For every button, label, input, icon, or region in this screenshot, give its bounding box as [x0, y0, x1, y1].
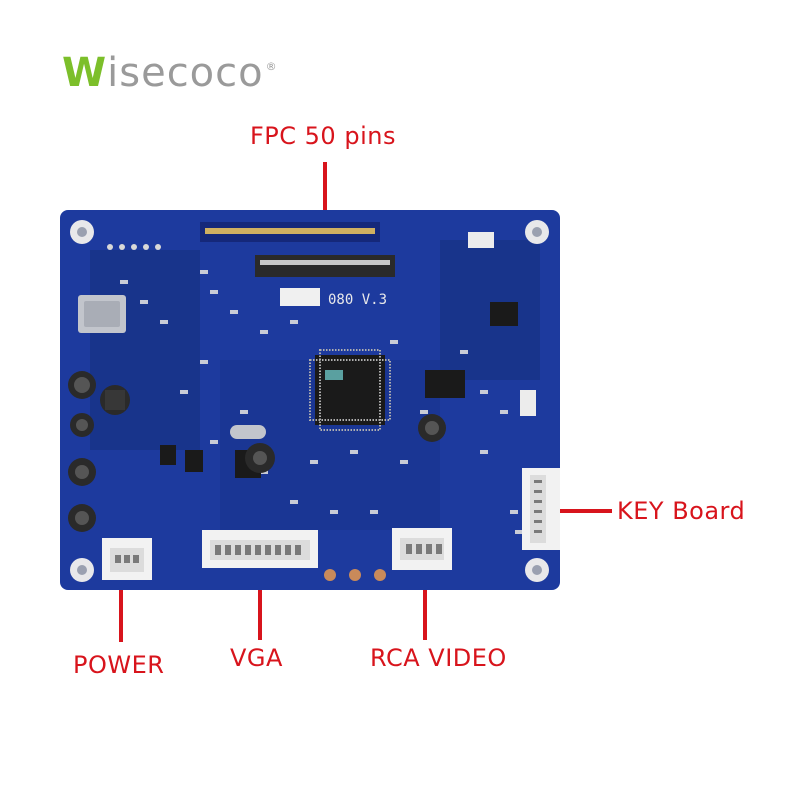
connector-icon	[522, 468, 560, 550]
mounting-hole-icon	[525, 558, 549, 582]
pcb-trace-area	[90, 250, 200, 450]
mounting-hole-icon	[70, 220, 94, 244]
connector-icon	[202, 530, 318, 568]
connector-icon	[520, 390, 536, 416]
crystal	[230, 425, 266, 439]
vga-label: VGA	[230, 644, 283, 672]
fpc-connector	[255, 255, 395, 277]
fpc-header-pins	[205, 228, 375, 234]
capacitor-icon	[70, 413, 94, 437]
smd-components	[120, 270, 523, 534]
copper-pads	[324, 569, 386, 581]
power-pointer-line	[119, 560, 123, 642]
fpc-connector-contacts	[260, 260, 390, 265]
connector-icon	[392, 528, 452, 570]
logo-text: isecoco	[107, 50, 264, 96]
connector-icon	[468, 232, 494, 248]
fpc-label: FPC 50 pins	[250, 122, 396, 150]
board-version-text: 080 V.3	[328, 292, 387, 308]
capacitor-icon	[100, 385, 130, 415]
rca-video-label: RCA VIDEO	[370, 644, 507, 672]
chip-icon	[185, 450, 203, 472]
chip-icon	[160, 445, 176, 465]
key-board-label: KEY Board	[617, 497, 746, 525]
connector-icon	[102, 538, 152, 580]
mounting-hole-icon	[70, 558, 94, 582]
chip-icon	[490, 302, 518, 326]
registered-mark: ®	[265, 60, 278, 73]
connector-icon	[107, 244, 161, 250]
chip-icon	[425, 370, 465, 398]
controller-board-image: 080 V.3	[60, 210, 560, 590]
capacitor-icon	[245, 443, 275, 473]
sticker	[280, 288, 320, 306]
capacitor-icon	[68, 458, 96, 486]
rca-video-pointer-line	[423, 548, 427, 640]
key-board-pointer-line	[556, 509, 612, 513]
logo-letter-w: W	[62, 50, 108, 96]
capacitor-icon	[418, 414, 446, 442]
chip-icon	[309, 349, 391, 431]
capacitor-icon	[68, 371, 96, 399]
power-label: POWER	[73, 651, 165, 679]
capacitor-icon	[68, 504, 96, 532]
brand-logo: Wisecoco®	[62, 50, 278, 96]
vga-pointer-line	[258, 568, 262, 640]
mounting-hole-icon	[525, 220, 549, 244]
